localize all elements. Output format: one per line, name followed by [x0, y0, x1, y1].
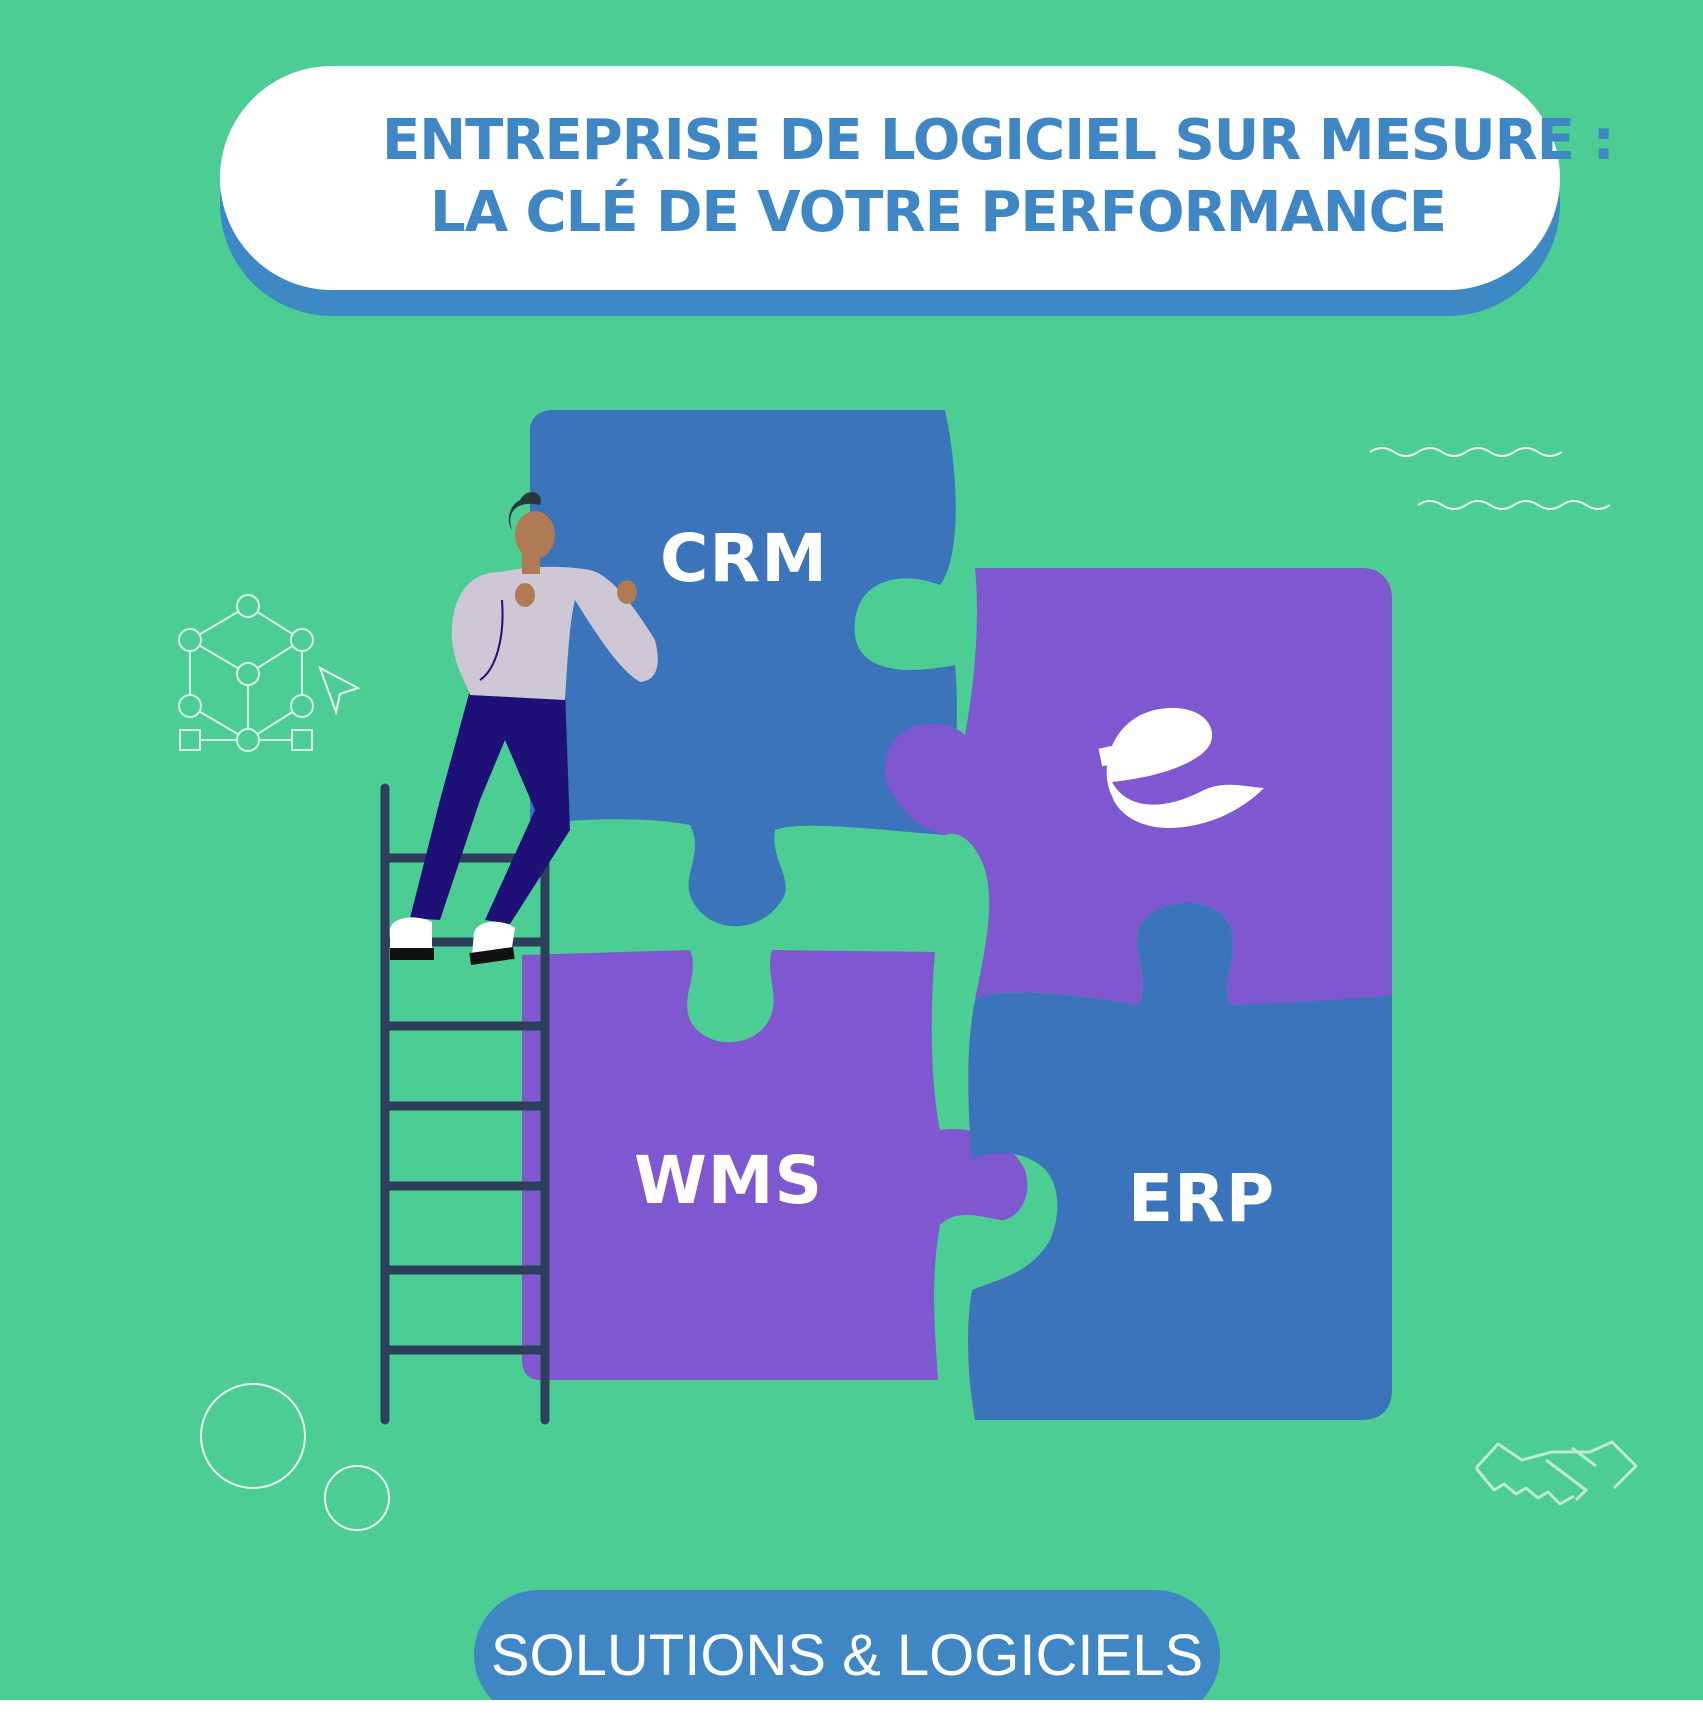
handshake-icon [1474, 1440, 1638, 1506]
circles-icon [200, 1383, 390, 1531]
title-line-1: ENTREPRISE DE LOGICIEL SUR MESURE : [382, 108, 1615, 173]
crm-label: CRM [660, 520, 828, 597]
title-pill [220, 66, 1560, 290]
wave-lines-icon [1369, 447, 1611, 510]
puzzle-piece-crm [530, 410, 957, 927]
person-illustration [390, 491, 658, 966]
puzzle-piece-logo [885, 568, 1392, 1005]
network-cube-icon [178, 594, 314, 752]
wms-label: WMS [634, 1142, 824, 1219]
footer-pill: SOLUTIONS & LOGICIELS [474, 1590, 1220, 1700]
erp-label: ERP [1128, 1160, 1276, 1237]
cursor-arrow-icon [318, 665, 361, 716]
puzzle-piece-wms [522, 950, 1028, 1380]
title-line-2: LA CLÉ DE VOTRE PERFORMANCE [430, 180, 1447, 245]
puzzle-piece-erp [968, 902, 1392, 1420]
footer-tagline: SOLUTIONS & LOGICIELS [490, 1623, 1204, 1688]
brand-logo-e-icon [1098, 707, 1264, 828]
